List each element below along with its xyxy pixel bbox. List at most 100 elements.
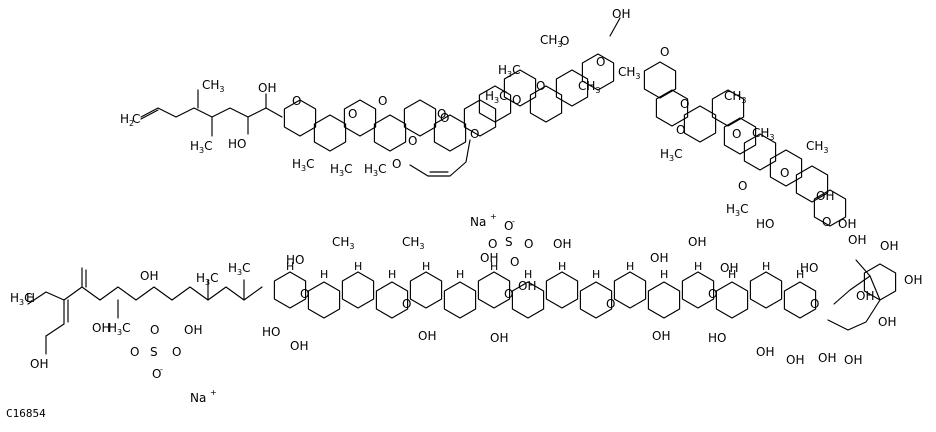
methyl-label: H3C — [196, 271, 219, 287]
stereo-h: H — [422, 260, 430, 273]
bridge — [833, 275, 871, 305]
charge: - — [512, 217, 515, 226]
methyl-label: CH3 — [752, 126, 775, 142]
stereo-h: H — [524, 268, 532, 281]
hydroxyl-label: OH — [290, 339, 308, 353]
ring-right-1 — [655, 89, 689, 127]
methyl-label: CH3 — [402, 235, 425, 251]
methyl-label: H3C — [364, 162, 387, 178]
ring-bottom-15 — [783, 281, 817, 319]
hydroxyl-label: OH — [878, 315, 896, 329]
methyl-label: H3C — [108, 321, 131, 337]
methyl-label: CH3 — [806, 139, 829, 155]
charge: + — [210, 388, 217, 397]
ring-top-3 — [373, 114, 407, 152]
stereo-h: H — [456, 268, 464, 281]
ring-bottom-5 — [443, 281, 477, 319]
bond — [45, 323, 65, 337]
hydroxyl-label: OH — [258, 81, 276, 95]
methyl-label: CH3 — [618, 65, 641, 81]
stereo-h: H — [796, 268, 804, 281]
sodium-ion: Na — [470, 215, 486, 229]
charge: - — [160, 365, 163, 374]
ring-top-5 — [433, 114, 467, 152]
ring-right-3 — [711, 89, 745, 127]
ring-top-2 — [343, 99, 377, 137]
ring-oxygen: O — [660, 45, 669, 59]
ring-mid-3 — [555, 69, 589, 107]
ring-oxygen: O — [732, 127, 741, 141]
hydroxyl-label: OH — [848, 233, 866, 247]
stereo-h: H — [592, 268, 600, 281]
methyl-label: CH3 — [578, 79, 601, 95]
stereo-h: H — [762, 260, 770, 273]
ring-mid-0 — [478, 85, 512, 123]
ring-oxygen: O — [292, 94, 301, 108]
hydroxyl-label: HO — [800, 261, 818, 275]
double-bond — [140, 109, 159, 120]
hydroxyl-label: OH — [140, 269, 158, 283]
hydroxyl-label: OH — [553, 237, 571, 251]
sulfate-oxygen: O — [510, 255, 519, 269]
sulfur: S — [150, 345, 158, 359]
sulfate-oxygen: O — [130, 345, 139, 359]
ring-oxygen: O — [738, 179, 747, 193]
sulfur: S — [505, 235, 513, 249]
sulfate-oxygen: O — [524, 237, 533, 251]
oxocene — [409, 139, 471, 177]
ring-top-1 — [313, 114, 347, 152]
hydroxyl-label: OH — [92, 321, 110, 335]
hydroxyl-label: OH — [720, 261, 738, 275]
bond — [609, 17, 621, 37]
stereo-h: H — [558, 260, 566, 273]
hydroxyl-label: OH — [184, 323, 202, 337]
h2c-label: C — [132, 112, 140, 126]
ring-right-7 — [795, 165, 829, 203]
ring-oxygen: O — [676, 123, 685, 137]
ring-bottom-7 — [511, 281, 545, 319]
ring-oxygen: O — [470, 127, 479, 141]
sulfate-oxygen: O — [504, 219, 513, 233]
stereo-h: H — [320, 268, 328, 281]
bond-lines — [27, 17, 897, 355]
ring-oxygen: O — [822, 215, 831, 229]
methyl-label: H3C — [330, 162, 353, 178]
hydroxyl-label: OH — [816, 189, 834, 203]
methyl-label: H3C — [10, 291, 33, 307]
ring-oxygen: O — [596, 55, 605, 69]
hydroxyl-label: OH — [418, 329, 436, 343]
methyl-label: H3C — [660, 147, 683, 163]
stereo-h: H — [660, 268, 668, 281]
hydroxyl-label: OH — [490, 331, 508, 345]
stereo-h: H — [626, 260, 634, 273]
ring-bottom-8 — [545, 271, 579, 309]
methyl-label: H3C — [498, 63, 521, 79]
ring-mid-4 — [581, 53, 615, 91]
ring-mid-1 — [503, 69, 537, 107]
ring-top-6 — [463, 99, 497, 137]
bottom-side-chain — [27, 286, 263, 305]
compound-id: C16854 — [6, 407, 46, 420]
ring-bottom-3 — [375, 281, 409, 319]
ring-bottom-2 — [341, 271, 375, 309]
hydroxyl-label: OH — [612, 7, 630, 21]
ring-bottom-14 — [749, 271, 783, 309]
ring-top-4 — [403, 99, 437, 137]
hydroxyl-label: OH — [904, 273, 922, 287]
top-side-chain — [140, 107, 283, 118]
ring-oxygen: O — [440, 111, 449, 125]
stereo-h: H — [490, 260, 498, 273]
sulfate-oxygen: O — [172, 345, 181, 359]
ring-oxygen: O — [708, 287, 717, 301]
hydroxyl-label: OH — [688, 235, 706, 249]
ring-oxygen: O — [402, 297, 411, 311]
hydroxyl-label: HO — [756, 217, 774, 231]
methyl-label: H3C — [228, 261, 251, 277]
ring-bottom-0 — [273, 271, 307, 309]
ring-oxygen: O — [504, 287, 513, 301]
methyl-label: CH3 — [332, 235, 355, 251]
hydroxyl-label: OH — [844, 353, 862, 367]
ring-oxygen: O — [408, 134, 417, 148]
ring-top-0 — [283, 99, 317, 137]
